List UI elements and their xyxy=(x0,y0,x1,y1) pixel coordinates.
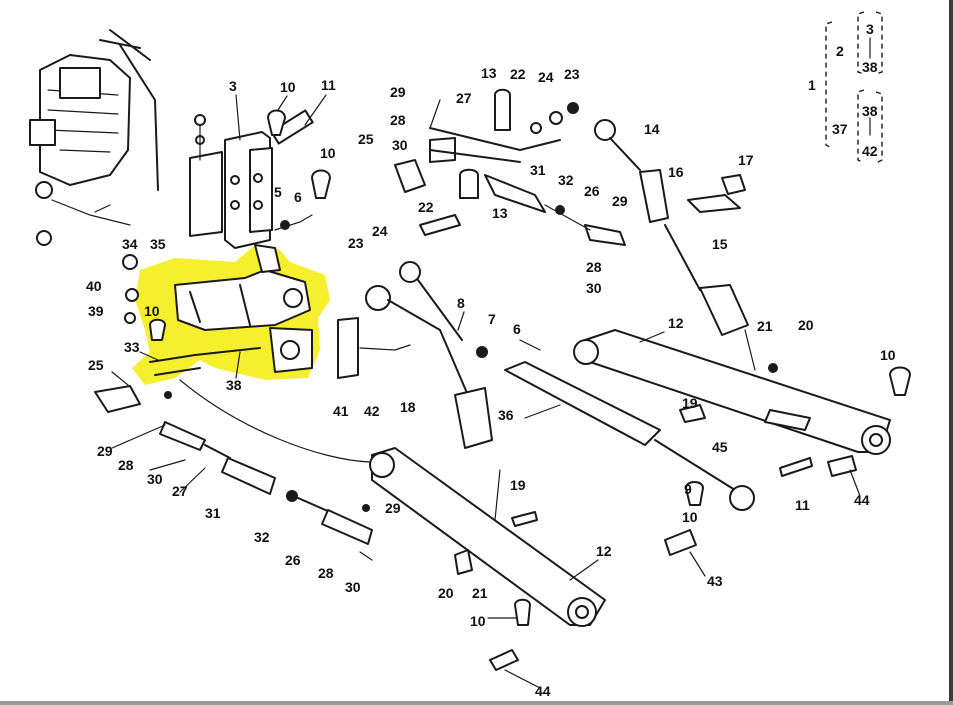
callout-20a: 20 xyxy=(798,317,814,333)
callout-35: 35 xyxy=(150,236,166,252)
callout-6b: 6 xyxy=(513,321,521,337)
callout-10d: 10 xyxy=(880,347,896,363)
callout-39: 39 xyxy=(88,303,104,319)
callout-36: 36 xyxy=(498,407,514,423)
callout-28c: 28 xyxy=(118,457,134,473)
callout-10e: 10 xyxy=(682,509,698,525)
window-bottom-border xyxy=(0,701,953,705)
callout-27b: 27 xyxy=(172,483,188,499)
callout-32a: 32 xyxy=(558,172,574,188)
legend-bracket: 1 2 3 38 38 37 42 xyxy=(808,11,883,164)
callout-38: 38 xyxy=(226,377,242,393)
tractor-housing xyxy=(29,29,159,246)
right-lower-link xyxy=(504,329,911,511)
legend-label-3: 3 xyxy=(866,21,874,37)
callout-24a: 24 xyxy=(538,69,554,85)
legend-label-2: 2 xyxy=(836,43,844,59)
callout-25a: 25 xyxy=(358,131,374,147)
callout-21a: 21 xyxy=(757,318,773,334)
drawbar-bracket xyxy=(122,244,313,376)
callout-13b: 13 xyxy=(492,205,508,221)
callout-30d: 30 xyxy=(345,579,361,595)
window-right-border xyxy=(949,0,953,705)
callout-23b: 23 xyxy=(348,235,364,251)
callout-29d: 29 xyxy=(385,500,401,516)
callout-22a: 22 xyxy=(510,66,526,82)
callout-29a: 29 xyxy=(390,84,406,100)
callout-28b: 28 xyxy=(586,259,602,275)
callout-30c: 30 xyxy=(147,471,163,487)
legend-label-37: 37 xyxy=(832,121,848,137)
callout-10f: 10 xyxy=(470,613,486,629)
callout-6a: 6 xyxy=(294,189,302,205)
callout-23a: 23 xyxy=(564,66,580,82)
callout-11a: 11 xyxy=(321,77,336,93)
top-link-assembly xyxy=(394,88,626,246)
upper-pins xyxy=(267,109,331,231)
callout-34: 34 xyxy=(122,236,138,252)
callout-32b: 32 xyxy=(254,529,270,545)
callout-13a: 13 xyxy=(481,65,497,81)
callout-31a: 31 xyxy=(530,162,546,178)
callout-27a: 27 xyxy=(456,90,472,106)
callout-19a: 19 xyxy=(682,395,698,411)
callout-labels: 3 10 11 10 5 6 29 27 13 22 24 23 28 30 2… xyxy=(86,65,896,699)
callout-29c: 29 xyxy=(97,443,113,459)
callout-26b: 26 xyxy=(285,552,301,568)
legend-label-42: 42 xyxy=(862,143,878,159)
callout-11b: 11 xyxy=(795,497,810,513)
callout-42: 42 xyxy=(364,403,380,419)
callout-44a: 44 xyxy=(854,492,870,508)
callout-31b: 31 xyxy=(205,505,221,521)
callout-44b: 44 xyxy=(535,683,551,699)
callout-10b: 10 xyxy=(320,145,336,161)
callout-24b: 24 xyxy=(372,223,388,239)
callout-30b: 30 xyxy=(586,280,602,296)
callout-12b: 12 xyxy=(596,543,612,559)
callout-22b: 22 xyxy=(418,199,434,215)
leader-lines xyxy=(111,94,861,689)
legend-label-1: 1 xyxy=(808,77,816,93)
callout-45: 45 xyxy=(712,439,728,455)
callout-14: 14 xyxy=(644,121,660,137)
callout-19b: 19 xyxy=(510,477,526,493)
lift-rod-right xyxy=(594,119,756,371)
legend-label-38b: 38 xyxy=(862,103,878,119)
callout-12a: 12 xyxy=(668,315,684,331)
callout-17: 17 xyxy=(738,152,754,168)
callout-21b: 21 xyxy=(472,585,488,601)
legend-label-38a: 38 xyxy=(862,59,878,75)
callout-10a: 10 xyxy=(280,79,296,95)
callout-43: 43 xyxy=(707,573,723,589)
callout-28d: 28 xyxy=(318,565,334,581)
callout-18: 18 xyxy=(400,399,416,415)
callout-28a: 28 xyxy=(390,112,406,128)
callout-30a: 30 xyxy=(392,137,408,153)
callout-40: 40 xyxy=(86,278,102,294)
callout-26a: 26 xyxy=(584,183,600,199)
callout-9: 9 xyxy=(684,481,692,497)
callout-29b: 29 xyxy=(612,193,628,209)
callout-10c: 10 xyxy=(144,303,160,319)
callout-33: 33 xyxy=(124,339,140,355)
callout-20b: 20 xyxy=(438,585,454,601)
callout-15: 15 xyxy=(712,236,728,252)
callout-25b: 25 xyxy=(88,357,104,373)
callout-16: 16 xyxy=(668,164,684,180)
left-lower-assembly xyxy=(94,385,373,561)
lift-arm-center xyxy=(337,261,561,449)
left-lower-link xyxy=(179,379,697,671)
callout-5: 5 xyxy=(274,184,282,200)
callout-8: 8 xyxy=(457,295,465,311)
callout-3: 3 xyxy=(229,78,237,94)
callout-41: 41 xyxy=(333,403,349,419)
callout-7: 7 xyxy=(488,311,496,327)
mounting-plates xyxy=(189,114,290,249)
